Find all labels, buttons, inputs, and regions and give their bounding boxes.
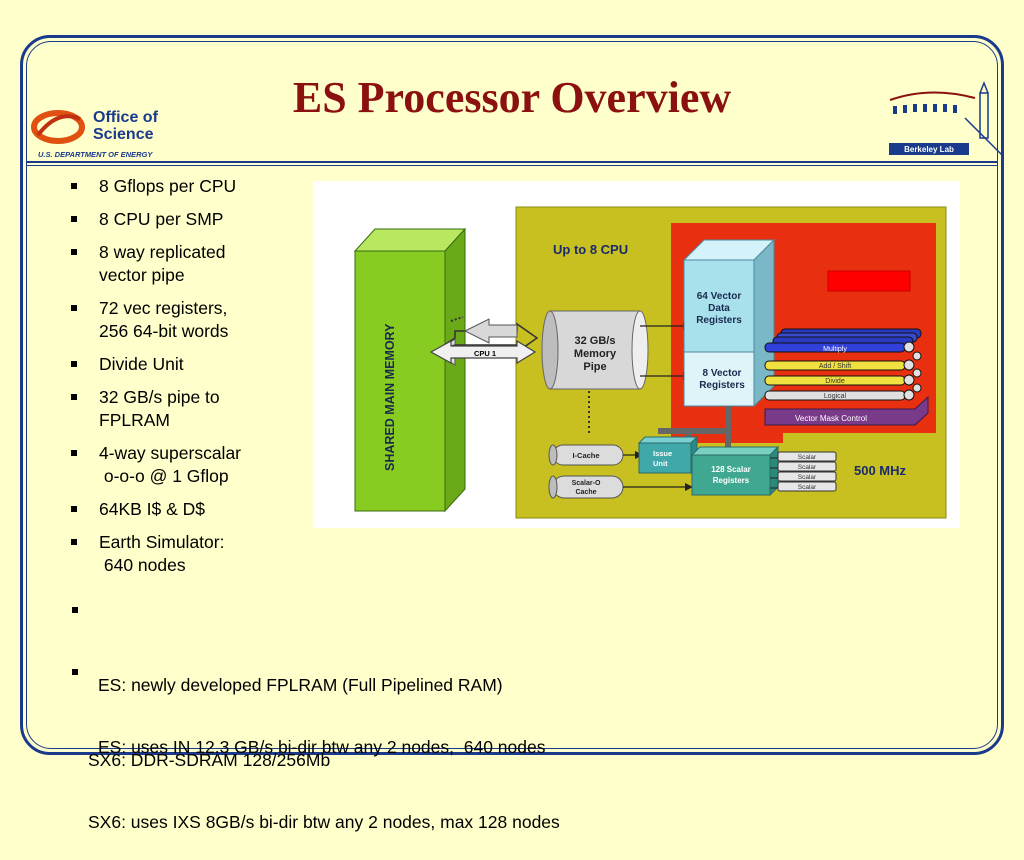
bullet-list: 8 Gflops per CPU 8 CPU per SMP 8 way rep… bbox=[70, 175, 300, 587]
scalar-unit-connectors bbox=[770, 457, 778, 489]
wide-bullet-line1: ES: uses IN 12.3 GB/s bi-dir btw any 2 n… bbox=[98, 737, 546, 757]
issue-unit-line1: Issue bbox=[653, 449, 672, 458]
slide-frame-outer bbox=[20, 35, 1004, 755]
wide-bullet-network: ES: uses IN 12.3 GB/s bi-dir btw any 2 n… bbox=[72, 660, 560, 860]
cpu-highlight bbox=[827, 270, 911, 292]
bullet-item: 4-way superscalar o-o-o @ 1 Gflop bbox=[70, 442, 300, 488]
bullet-item: Divide Unit bbox=[70, 353, 300, 376]
shared-memory-label: SHARED MAIN MEMORY bbox=[383, 323, 397, 471]
vector-data-registers bbox=[683, 259, 755, 353]
bullet-item: 32 GB/s pipe to FPLRAM bbox=[70, 386, 300, 432]
vdr-line2: Data bbox=[708, 303, 730, 314]
header-divider-thin bbox=[26, 165, 998, 166]
scalar-regs-top bbox=[690, 446, 780, 456]
bullet-square bbox=[72, 669, 78, 675]
scalar-cache-arrow bbox=[685, 483, 693, 491]
vector-mask-label: Vector Mask Control bbox=[795, 414, 867, 423]
icache-cap bbox=[548, 444, 558, 466]
issue-unit bbox=[638, 442, 692, 474]
scalar-unit bbox=[777, 451, 837, 462]
bullet-item: 64KB I$ & D$ bbox=[70, 498, 300, 521]
cpu-label: CPU 1 bbox=[474, 349, 496, 358]
vector-registers bbox=[683, 351, 755, 407]
office-logo-sub: U.S. DEPARTMENT OF ENERGY bbox=[38, 150, 153, 159]
office-logo-line1: Office of bbox=[93, 109, 159, 126]
scalar-cache-line1: Scalar-O bbox=[572, 480, 601, 487]
pipe-divide-label: Divide bbox=[825, 378, 845, 385]
up-to-cpu-label: Up to 8 CPU bbox=[553, 242, 628, 257]
scalar-cache-line2: Cache bbox=[575, 489, 596, 496]
vr-line1: 8 Vector bbox=[703, 368, 742, 379]
pipe-multiply-label: Multiply bbox=[823, 346, 847, 353]
office-of-science-logo: Office of Science U.S. DEPARTMENT OF ENE… bbox=[31, 109, 159, 159]
memory-pipe-right bbox=[631, 310, 649, 390]
wide-bullet-line1: ES: newly developed FPLRAM (Full Pipelin… bbox=[98, 675, 503, 695]
memory-pipe-body bbox=[549, 310, 641, 390]
bullet-item: 8 Gflops per CPU bbox=[70, 175, 300, 198]
wide-bullet-memory: ES: newly developed FPLRAM (Full Pipelin… bbox=[72, 598, 503, 798]
memory-pipe-line1: 32 GB/s bbox=[575, 335, 616, 347]
bullet-item: 8 way replicated vector pipe bbox=[70, 241, 300, 287]
memory-pipe-line2: Memory bbox=[574, 348, 617, 360]
scalar-unit bbox=[777, 461, 837, 472]
memory-column-side bbox=[444, 227, 466, 513]
memory-arrow bbox=[463, 318, 518, 344]
berkeley-lab-logo: Berkeley Lab bbox=[889, 80, 1004, 157]
bullet-item: Earth Simulator: 640 nodes bbox=[70, 531, 300, 577]
pipe-logical-label: Logical bbox=[824, 393, 847, 400]
scalar-regs-line1: 128 Scalar bbox=[711, 465, 751, 474]
scalar-cache-cap bbox=[548, 475, 558, 499]
office-logo-line2: Science bbox=[93, 126, 154, 143]
processor-diagram: Up to 8 CPU SHARED MAIN MEMORY CPU 1 32 … bbox=[313, 181, 960, 528]
cpu-bidir-arrow bbox=[429, 339, 537, 365]
pipe-end-caps bbox=[903, 341, 922, 401]
scalar-regs-line2: Registers bbox=[713, 476, 750, 485]
pipe-add-shift-label: Add / Shift bbox=[819, 363, 851, 370]
scalar-unit bbox=[777, 471, 837, 482]
scalar-unit-label: Scalar bbox=[798, 464, 817, 471]
memory-column-front bbox=[354, 250, 446, 512]
wide-bullet-line2: SX6: uses IXS 8GB/s bi-dir btw any 2 nod… bbox=[88, 812, 560, 832]
vr-line2: Registers bbox=[699, 380, 745, 391]
icache-label: I-Cache bbox=[572, 451, 599, 460]
slide-title: ES Processor Overview bbox=[292, 73, 732, 122]
bullet-item: 72 vec registers, 256 64-bit words bbox=[70, 297, 300, 343]
cpu-arrow-outline bbox=[434, 322, 539, 354]
bullet-square bbox=[72, 607, 78, 613]
bullet-item: 8 CPU per SMP bbox=[70, 208, 300, 231]
vector-mask-control bbox=[764, 395, 929, 426]
issue-unit-top bbox=[637, 436, 699, 444]
vdr-line1: 64 Vector bbox=[697, 291, 742, 302]
scalar-registers bbox=[691, 454, 771, 496]
vdr-line3: Registers bbox=[696, 315, 742, 326]
scalar-unit bbox=[777, 481, 837, 492]
slide-frame-inner bbox=[26, 41, 998, 749]
issue-unit-line2: Unit bbox=[653, 459, 668, 468]
scalar-unit-label: Scalar bbox=[798, 474, 817, 481]
wide-bullet-line2: SX6: DDR-SDRAM 128/256Mb bbox=[88, 750, 331, 770]
memory-pipe-left bbox=[541, 310, 559, 390]
scalar-unit-label: Scalar bbox=[798, 484, 817, 491]
scalar-unit-label: Scalar bbox=[798, 454, 817, 461]
clock-label: 500 MHz bbox=[854, 463, 907, 478]
header-divider bbox=[26, 161, 998, 163]
berkeley-lab-label: Berkeley Lab bbox=[904, 145, 954, 154]
memory-pipe-line3: Pipe bbox=[583, 361, 606, 373]
